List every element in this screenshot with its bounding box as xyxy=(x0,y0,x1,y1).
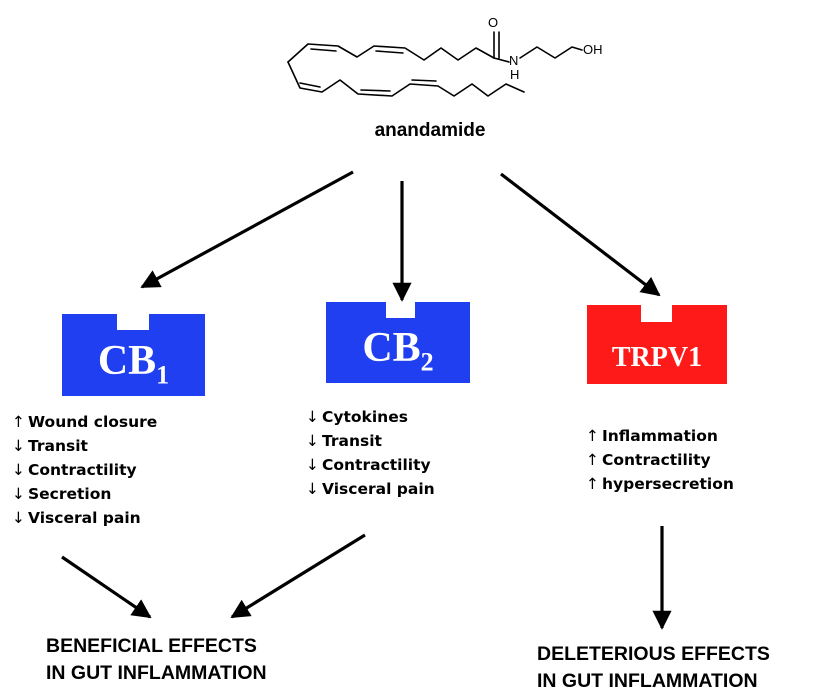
cb1-receptor-shape xyxy=(62,314,205,396)
effect-text: Secretion xyxy=(28,485,112,503)
double-bond xyxy=(299,82,321,88)
ethanolamine-chain xyxy=(519,46,583,59)
top-carbon-chain xyxy=(287,43,495,63)
effect-text: Contractility xyxy=(28,461,137,479)
direction-arrow-icon: ↓ xyxy=(12,485,25,503)
effect-text: Transit xyxy=(322,432,382,450)
effect-text: Inflammation xyxy=(602,427,718,445)
double-bond xyxy=(310,48,337,52)
anandamide-structure xyxy=(287,31,583,97)
direction-arrow-icon: ↓ xyxy=(306,456,319,474)
ethanolamine-chain xyxy=(493,57,510,63)
arrow-to-trpv1 xyxy=(500,172,661,297)
cb1-subscript: 1 xyxy=(156,360,170,390)
beneficial-outcome: BENEFICIAL EFFECTS IN GUT INFLAMMATION xyxy=(46,633,267,687)
direction-arrow-icon: ↓ xyxy=(12,461,25,479)
arrow-cb1-to-beneficial xyxy=(61,555,152,619)
arrow-to-cb1 xyxy=(140,170,354,289)
outcome-line: BENEFICIAL EFFECTS xyxy=(46,635,257,657)
list-item: ↓Transit xyxy=(306,429,435,453)
cb2-receptor-shape xyxy=(326,302,470,383)
oxygen-atom-label: O xyxy=(488,15,499,30)
effect-text: Transit xyxy=(28,437,88,455)
trpv1-label: TRPV1 xyxy=(587,342,727,374)
direction-arrow-icon: ↑ xyxy=(12,413,25,431)
cb1-name: CB xyxy=(97,338,157,384)
outcome-line: DELETERIOUS EFFECTS xyxy=(537,643,770,665)
nitrogen-atom-label: N xyxy=(509,53,519,68)
direction-arrow-icon: ↑ xyxy=(586,427,599,445)
list-item: ↑hypersecretion xyxy=(586,472,734,496)
cb2-subscript: 2 xyxy=(420,347,434,377)
direction-arrow-icon: ↓ xyxy=(12,437,25,455)
direction-arrow-icon: ↓ xyxy=(306,480,319,498)
trpv1-receptor-shape xyxy=(587,305,727,384)
hydrogen-atom-label: H xyxy=(510,67,520,82)
arrow-cb2-to-beneficial xyxy=(230,533,366,619)
direction-arrow-icon: ↑ xyxy=(586,451,599,469)
effect-text: Contractility xyxy=(322,456,431,474)
bottom-carbon-chain xyxy=(287,61,525,97)
list-item: ↓Transit xyxy=(12,434,157,458)
list-item: ↓Cytokines xyxy=(306,405,435,429)
direction-arrow-icon: ↓ xyxy=(306,432,319,450)
cb2-label: CB2 xyxy=(326,324,470,377)
cb2-name: CB xyxy=(362,325,421,371)
direction-arrow-icon: ↑ xyxy=(586,475,599,493)
effect-text: Wound closure xyxy=(28,413,158,431)
deleterious-outcome: DELETERIOUS EFFECTS IN GUT INFLAMMATION xyxy=(537,641,770,695)
trpv1-effects-list: ↑Inflammation ↑Contractility ↑hypersecre… xyxy=(586,424,734,496)
cb1-label: CB1 xyxy=(62,337,205,390)
effect-text: Visceral pain xyxy=(322,480,435,498)
effect-text: hypersecretion xyxy=(602,475,734,493)
effect-text: Contractility xyxy=(602,451,711,469)
list-item: ↑Inflammation xyxy=(586,424,734,448)
effect-text: Cytokines xyxy=(322,408,408,426)
list-item: ↓Visceral pain xyxy=(306,477,435,501)
cb2-effects-list: ↓Cytokines ↓Transit ↓Contractility ↓Visc… xyxy=(306,405,435,501)
effect-text: Visceral pain xyxy=(28,509,141,527)
list-item: ↓Contractility xyxy=(12,458,157,482)
direction-arrow-icon: ↓ xyxy=(306,408,319,426)
double-bond xyxy=(375,50,404,54)
cb1-effects-list: ↑Wound closure ↓Transit ↓Contractility ↓… xyxy=(12,410,157,530)
double-bond xyxy=(411,79,437,82)
double-bond xyxy=(360,89,391,92)
list-item: ↓Contractility xyxy=(306,453,435,477)
list-item: ↓Visceral pain xyxy=(12,506,157,530)
compound-name: anandamide xyxy=(374,120,486,141)
list-item: ↓Secretion xyxy=(12,482,157,506)
trpv1-name: TRPV1 xyxy=(611,342,703,373)
hydroxyl-group-label: OH xyxy=(583,42,603,57)
outcome-line: IN GUT INFLAMMATION xyxy=(537,670,758,692)
list-item: ↑Contractility xyxy=(586,448,734,472)
direction-arrow-icon: ↓ xyxy=(12,509,25,527)
list-item: ↑Wound closure xyxy=(12,410,157,434)
outcome-line: IN GUT INFLAMMATION xyxy=(46,662,267,684)
